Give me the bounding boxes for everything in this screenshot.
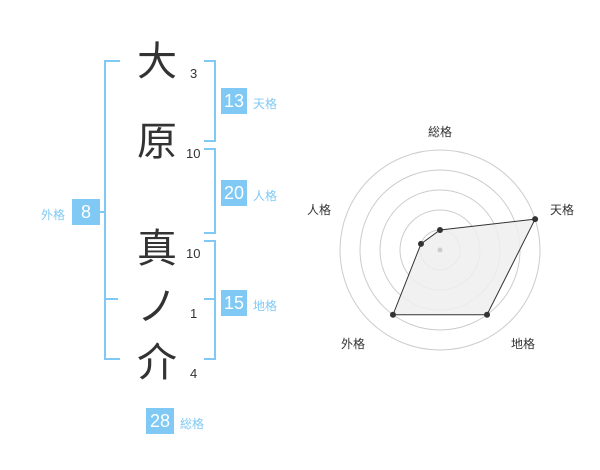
gaikaku-bracket-divider [104, 298, 118, 300]
jinkaku-label: 人格 [253, 189, 278, 203]
soukaku-label: 総格 [180, 417, 205, 431]
gaikaku-bracket [104, 60, 120, 360]
chikaku-badge: 15 [221, 290, 247, 316]
radar-point-3 [389, 311, 396, 318]
name-char-2: 原 [137, 119, 177, 165]
chikaku-bracket [204, 240, 216, 360]
chikaku-label: 地格 [253, 299, 278, 313]
name-char-5: 介 [137, 340, 177, 386]
stroke-count-4: 1 [190, 306, 198, 321]
jinkaku-badge: 20 [221, 180, 247, 206]
radar-point-4 [417, 240, 424, 247]
radar-center [437, 247, 443, 253]
name-char-1: 大 [137, 39, 177, 85]
soukaku-badge: 28 [146, 408, 174, 434]
radar-data-polygon [392, 218, 536, 316]
radar-axis-label-2: 地格 [511, 337, 536, 351]
stroke-count-2: 10 [186, 146, 201, 161]
radar-point-2 [484, 311, 491, 318]
chikaku-bracket-divider [204, 298, 214, 300]
jinkaku-bracket [204, 148, 216, 234]
gaikaku-connector [96, 211, 104, 213]
gaikaku-label: 外格 [41, 208, 66, 222]
tenkaku-label: 天格 [253, 97, 278, 111]
radar-axis-label-3: 外格 [341, 337, 366, 351]
stroke-count-1: 3 [190, 66, 198, 81]
name-char-4: ノ [137, 284, 177, 330]
stroke-count-3: 10 [186, 246, 201, 261]
radar-axis-label-0: 総格 [428, 125, 453, 139]
radar-grid-ring [339, 149, 541, 351]
stroke-count-5: 4 [190, 366, 198, 381]
tenkaku-badge: 13 [221, 88, 247, 114]
radar-point-1 [532, 216, 539, 223]
tenkaku-bracket [204, 60, 216, 142]
name-char-3: 真 [137, 226, 177, 272]
gaikaku-badge: 8 [72, 199, 100, 225]
radar-point-0 [437, 227, 443, 233]
radar-axis-label-4: 人格 [307, 203, 332, 217]
radar-axis-label-1: 天格 [550, 203, 575, 217]
